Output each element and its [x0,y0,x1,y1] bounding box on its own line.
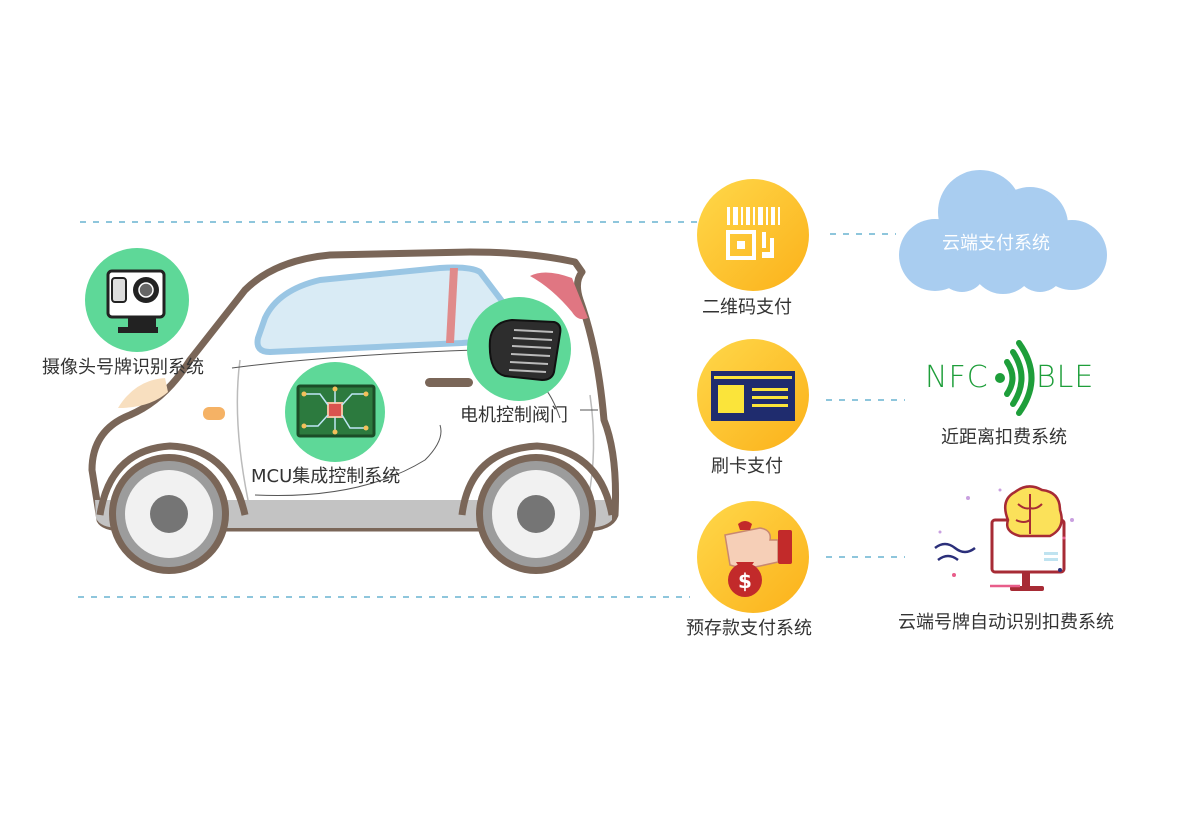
bag-tie-icon [738,521,752,530]
camera-label: 摄像头号牌识别系统 [42,357,204,378]
card-pay-label: 刷卡支付 [711,456,783,477]
callout-camera [231,349,476,369]
sparkle-icons [938,488,1074,577]
ble-label: BLE [1036,360,1095,395]
coin-bag-icon [728,563,762,597]
hand-icon [724,527,779,569]
pcb-icon-chip [327,402,343,418]
front-wheel-arch [96,442,249,516]
proximity-label: 近距离扣费系统 [941,427,1067,448]
cloud-pay-label: 云端支付系统 [942,233,1050,254]
motor-valve-label: 电机控制阀门 [460,405,568,426]
wave-deco-icon [934,542,976,562]
screen-ui-lines [1044,552,1058,561]
monitor-stand [1022,572,1030,586]
ai-brain-icon [934,485,1074,591]
qr-pay-label: 二维码支付 [702,297,792,318]
valve-icon-slats [508,329,554,373]
prepaid-badge: $ [697,501,809,613]
nfc-dot [995,373,1005,383]
card-icon-lines [714,376,792,407]
card-icon-photo [718,385,744,413]
dashed-connectors [78,221,905,598]
car-door-line [236,359,249,501]
car-rear-light [530,272,588,320]
mcu-badge [285,362,385,462]
card-pay-badge [697,339,809,451]
front-hub [150,495,188,533]
car-window [254,264,508,355]
camera-icon-base [118,327,158,333]
rear-wheel-arch [458,442,616,516]
brain-icon [1003,485,1063,538]
motor-badge [467,297,571,401]
rear-hub [517,495,555,533]
camera-icon-mount [128,317,156,329]
qr-code-icon [726,207,780,260]
camera-badge [85,248,189,352]
camera-icon-lens-inner [138,282,154,298]
cuff-icon [778,530,792,564]
cloud-shape [899,170,1107,294]
cloud-plate-label: 云端号牌自动识别扣费系统 [898,612,1114,633]
dollar-icon: $ [738,569,752,593]
car-pillar [446,268,458,343]
car-illustration [88,248,620,574]
pcb-icon-pads [301,386,369,435]
brain-folds [1015,494,1043,534]
callout-mcu [254,424,442,497]
car-headlight [118,378,168,408]
coin-bag-top [736,562,754,568]
nfc-label: NFC [925,360,989,395]
pcb-icon-traces [304,389,366,432]
prepaid-label: 预存款支付系统 [686,618,812,639]
nfc-wave-icon [995,340,1035,416]
camera-icon-side [111,277,127,303]
car-door-handle [425,378,473,387]
qr-pay-badge [697,179,809,291]
mcu-label: MCU集成控制系统 [251,466,401,487]
car-side-marker [203,407,225,420]
valve-icon-body [488,318,562,382]
